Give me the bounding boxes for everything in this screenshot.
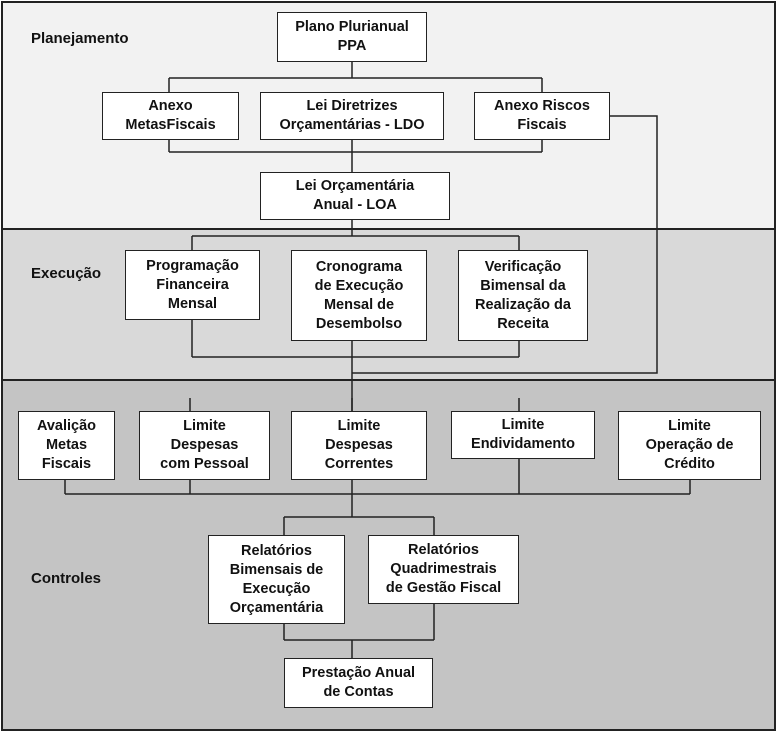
node-ldo: Lei Diretrizes Orçamentárias - LDO (260, 92, 444, 140)
node-anexo-metas-fiscais: Anexo MetasFiscais (102, 92, 239, 140)
node-limite-operacao-credito: Limite Operação de Crédito (618, 411, 761, 480)
node-ppa: Plano Plurianual PPA (277, 12, 427, 62)
node-limite-endividamento: Limite Endividamento (451, 411, 595, 459)
node-avaliacao-metas-fiscais: Avalição Metas Fiscais (18, 411, 115, 480)
node-relatorios-bimensais: Relatórios Bimensais de Execução Orçamen… (208, 535, 345, 624)
node-limite-despesas-pessoal: Limite Despesas com Pessoal (139, 411, 270, 480)
section-label-execucao: Execução (31, 265, 102, 282)
node-relatorios-quadrimestrais: Relatórios Quadrimestrais de Gestão Fisc… (368, 535, 519, 604)
node-loa: Lei Orçamentária Anual - LOA (260, 172, 450, 220)
node-prestacao-anual-contas: Prestação Anual de Contas (284, 658, 433, 708)
node-programacao-financeira: Programação Financeira Mensal (125, 250, 260, 320)
section-label-controles: Controles (31, 570, 102, 587)
section-label-planejamento: Planejamento (31, 30, 129, 47)
node-limite-despesas-correntes: Limite Despesas Correntes (291, 411, 427, 480)
node-cronograma-desembolso: Cronograma de Execução Mensal de Desembo… (291, 250, 427, 341)
node-verificacao-receita: Verificação Bimensal da Realização da Re… (458, 250, 588, 341)
node-anexo-riscos-fiscais: Anexo Riscos Fiscais (474, 92, 610, 140)
